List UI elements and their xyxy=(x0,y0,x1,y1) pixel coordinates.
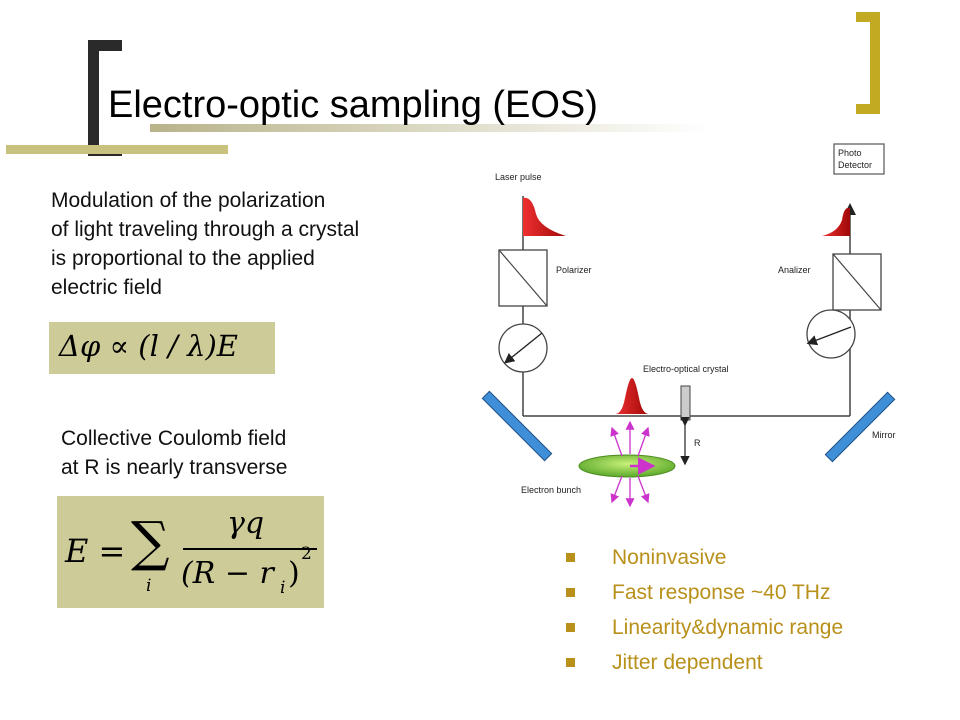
bullet-square-icon xyxy=(566,588,575,597)
equation-lhs: E = xyxy=(65,532,126,570)
field-equation-box: E = ∑ i γq (R − r i ) 2 xyxy=(57,496,324,608)
numerator: γq xyxy=(227,506,265,541)
page-title: Electro-optic sampling (EOS) xyxy=(108,84,598,126)
phase-equation-box: Δφ ∝ (l / λ)E xyxy=(49,322,275,374)
text-line: Modulation of the polarization xyxy=(51,189,326,212)
fraction-line xyxy=(183,548,317,550)
denominator-close: ) xyxy=(288,556,300,591)
right-bracket-vertical xyxy=(870,12,880,114)
list-item: Linearity&dynamic range xyxy=(566,610,843,645)
list-item-label: Fast response ~40 THz xyxy=(612,581,831,604)
laser-pulse-right xyxy=(822,207,850,236)
polarization-arrow-left xyxy=(503,332,543,364)
field-arrow xyxy=(610,426,623,457)
coulomb-field-description: Collective Coulomb field at R is nearly … xyxy=(61,424,287,482)
mirror-right xyxy=(824,391,896,463)
denominator-sub: i xyxy=(280,578,286,598)
bullet-square-icon xyxy=(566,553,575,562)
eos-setup-diagram: Laser pulse Photo Detector Polarizer Ana… xyxy=(481,143,896,508)
polarization-arrow-right xyxy=(806,326,852,346)
photo-label: Photo xyxy=(838,148,862,158)
text-line: is proportional to the applied xyxy=(51,247,315,270)
right-bracket-top xyxy=(856,12,880,22)
field-arrow xyxy=(610,475,623,504)
list-item-label: Jitter dependent xyxy=(612,651,763,674)
left-bracket-vertical xyxy=(88,40,99,156)
text-line: at R is nearly transverse xyxy=(61,456,288,479)
bullet-square-icon xyxy=(566,658,575,667)
laser-pulse-left xyxy=(523,197,566,236)
detector-label: Detector xyxy=(838,160,872,170)
left-bracket-top xyxy=(88,40,122,51)
feature-list: Noninvasive Fast response ~40 THz Linear… xyxy=(566,540,843,680)
field-arrow xyxy=(637,426,650,457)
analizer-label: Analizer xyxy=(778,265,811,275)
electron-bunch-label: Electron bunch xyxy=(521,485,581,495)
polarizer-diagonal xyxy=(498,249,548,307)
mirror-left xyxy=(481,390,553,462)
mirror-label: Mirror xyxy=(872,430,896,440)
power: 2 xyxy=(301,544,312,564)
field-equation: E = ∑ i γq (R − r i ) 2 xyxy=(57,496,324,608)
photo-detector-box xyxy=(833,143,885,175)
polarization-description: Modulation of the polarization of light … xyxy=(51,186,359,302)
probe-pulse xyxy=(615,378,649,414)
field-arrow xyxy=(637,475,650,504)
list-item-label: Noninvasive xyxy=(612,546,727,569)
left-accent-bar xyxy=(6,145,228,154)
r-label: R xyxy=(694,438,701,448)
title-underline-bar xyxy=(150,124,710,132)
analizer-diagonal xyxy=(832,253,882,311)
electro-optical-crystal xyxy=(680,385,691,421)
coulomb-field-arrows xyxy=(610,420,650,508)
list-item: Jitter dependent xyxy=(566,645,843,680)
bullet-square-icon xyxy=(566,623,575,632)
electron-bunch xyxy=(578,454,676,478)
text-line: electric field xyxy=(51,276,162,299)
right-bracket-bottom xyxy=(856,104,880,114)
text-line: of light traveling through a crystal xyxy=(51,218,360,241)
list-item: Fast response ~40 THz xyxy=(566,575,843,610)
text-line: Collective Coulomb field xyxy=(61,427,287,450)
sum-symbol: ∑ xyxy=(131,510,170,573)
denominator: (R − r xyxy=(181,556,274,591)
laser-pulse-label: Laser pulse xyxy=(495,172,542,182)
crystal-label: Electro-optical crystal xyxy=(643,364,729,374)
phase-equation: Δφ ∝ (l / λ)E xyxy=(59,329,238,363)
list-item-label: Linearity&dynamic range xyxy=(612,616,844,639)
sum-index: i xyxy=(146,576,152,596)
polarizer-label: Polarizer xyxy=(556,265,592,275)
list-item: Noninvasive xyxy=(566,540,843,575)
